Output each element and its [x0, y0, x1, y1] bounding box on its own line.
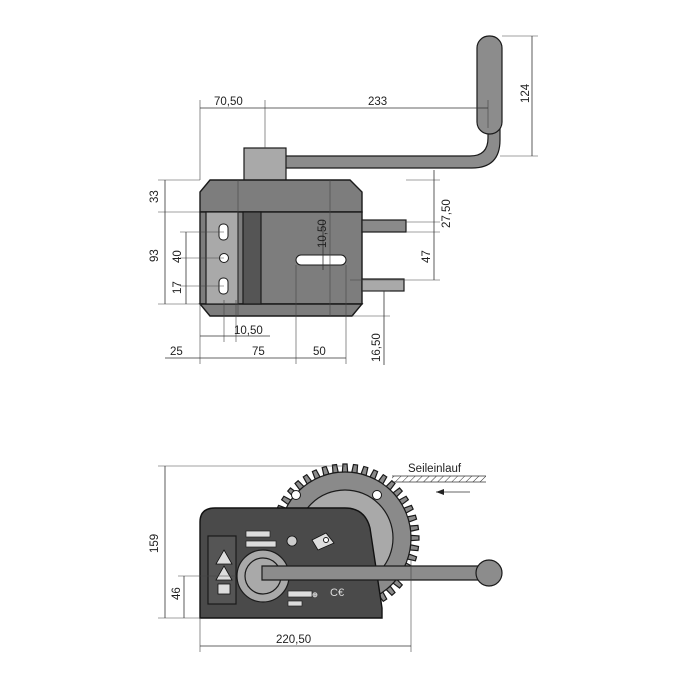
dim-bottom-right: 50 — [313, 346, 326, 358]
housing-top — [199, 179, 363, 213]
dim-bottom-side: 16,50 — [371, 333, 383, 362]
gear-side — [361, 219, 407, 233]
gear-tooth — [409, 544, 420, 552]
side-crank-arm — [261, 565, 481, 581]
dim-axle-height: 46 — [171, 587, 183, 600]
gear-tooth — [409, 524, 420, 532]
side-crank-grip — [475, 559, 503, 587]
dim-height-side: 93 — [149, 249, 161, 262]
book-icon — [217, 583, 231, 595]
crank-grip — [476, 35, 503, 135]
side-dimensions: 159 46 220,50 — [149, 465, 412, 652]
warning-icon-1 — [215, 549, 233, 565]
ratchet-side — [361, 278, 405, 292]
top-view: 70,50 233 124 33 93 40 17 10,50 — [149, 35, 538, 365]
dim-bottom-left: 25 — [170, 346, 183, 358]
warning-icon-2 — [215, 565, 233, 581]
dim-slot-width: 10,50 — [317, 219, 329, 248]
ratchet-pawl — [311, 532, 335, 551]
label-top — [245, 530, 271, 538]
gear-bar — [242, 211, 262, 305]
gear-tooth — [351, 463, 359, 474]
dim-offset-left: 70,50 — [214, 96, 243, 108]
cable-label: Seileinlauf — [408, 463, 462, 475]
side-view: C€ ⊕ Seileinlauf 159 46 220,50 — [149, 463, 503, 652]
gear-tooth — [341, 463, 349, 473]
dim-total-width: 220,50 — [276, 634, 311, 646]
label-up-down — [245, 540, 277, 548]
gear-bolt-right — [372, 490, 382, 500]
dim-right-offset: 47 — [421, 250, 433, 263]
dim-handle-height: 124 — [520, 83, 532, 103]
cable-slot — [295, 254, 347, 266]
dim-height-lower: 17 — [172, 281, 184, 294]
dim-total-height: 159 — [149, 534, 161, 553]
crank-arm — [264, 127, 501, 169]
dim-bottom-mid: 75 — [252, 346, 265, 358]
dim-height-top: 33 — [149, 190, 161, 203]
ce-mark-icon: C€ — [330, 587, 344, 599]
top-dimensions: 70,50 233 124 33 93 40 17 10,50 — [149, 35, 538, 365]
svg-text:⊕: ⊕ — [312, 592, 318, 599]
plus-icon — [286, 535, 298, 547]
dim-step-right: 27,50 — [441, 199, 453, 228]
dim-handle-length: 233 — [368, 96, 387, 108]
dim-hole-spacing: 10,50 — [234, 325, 263, 337]
dim-height-inner: 40 — [172, 250, 184, 263]
cable-inlet: Seileinlauf — [392, 463, 486, 495]
label-bottom — [287, 590, 313, 598]
gear-tooth — [410, 534, 420, 542]
gear-bolt-left — [291, 490, 301, 500]
